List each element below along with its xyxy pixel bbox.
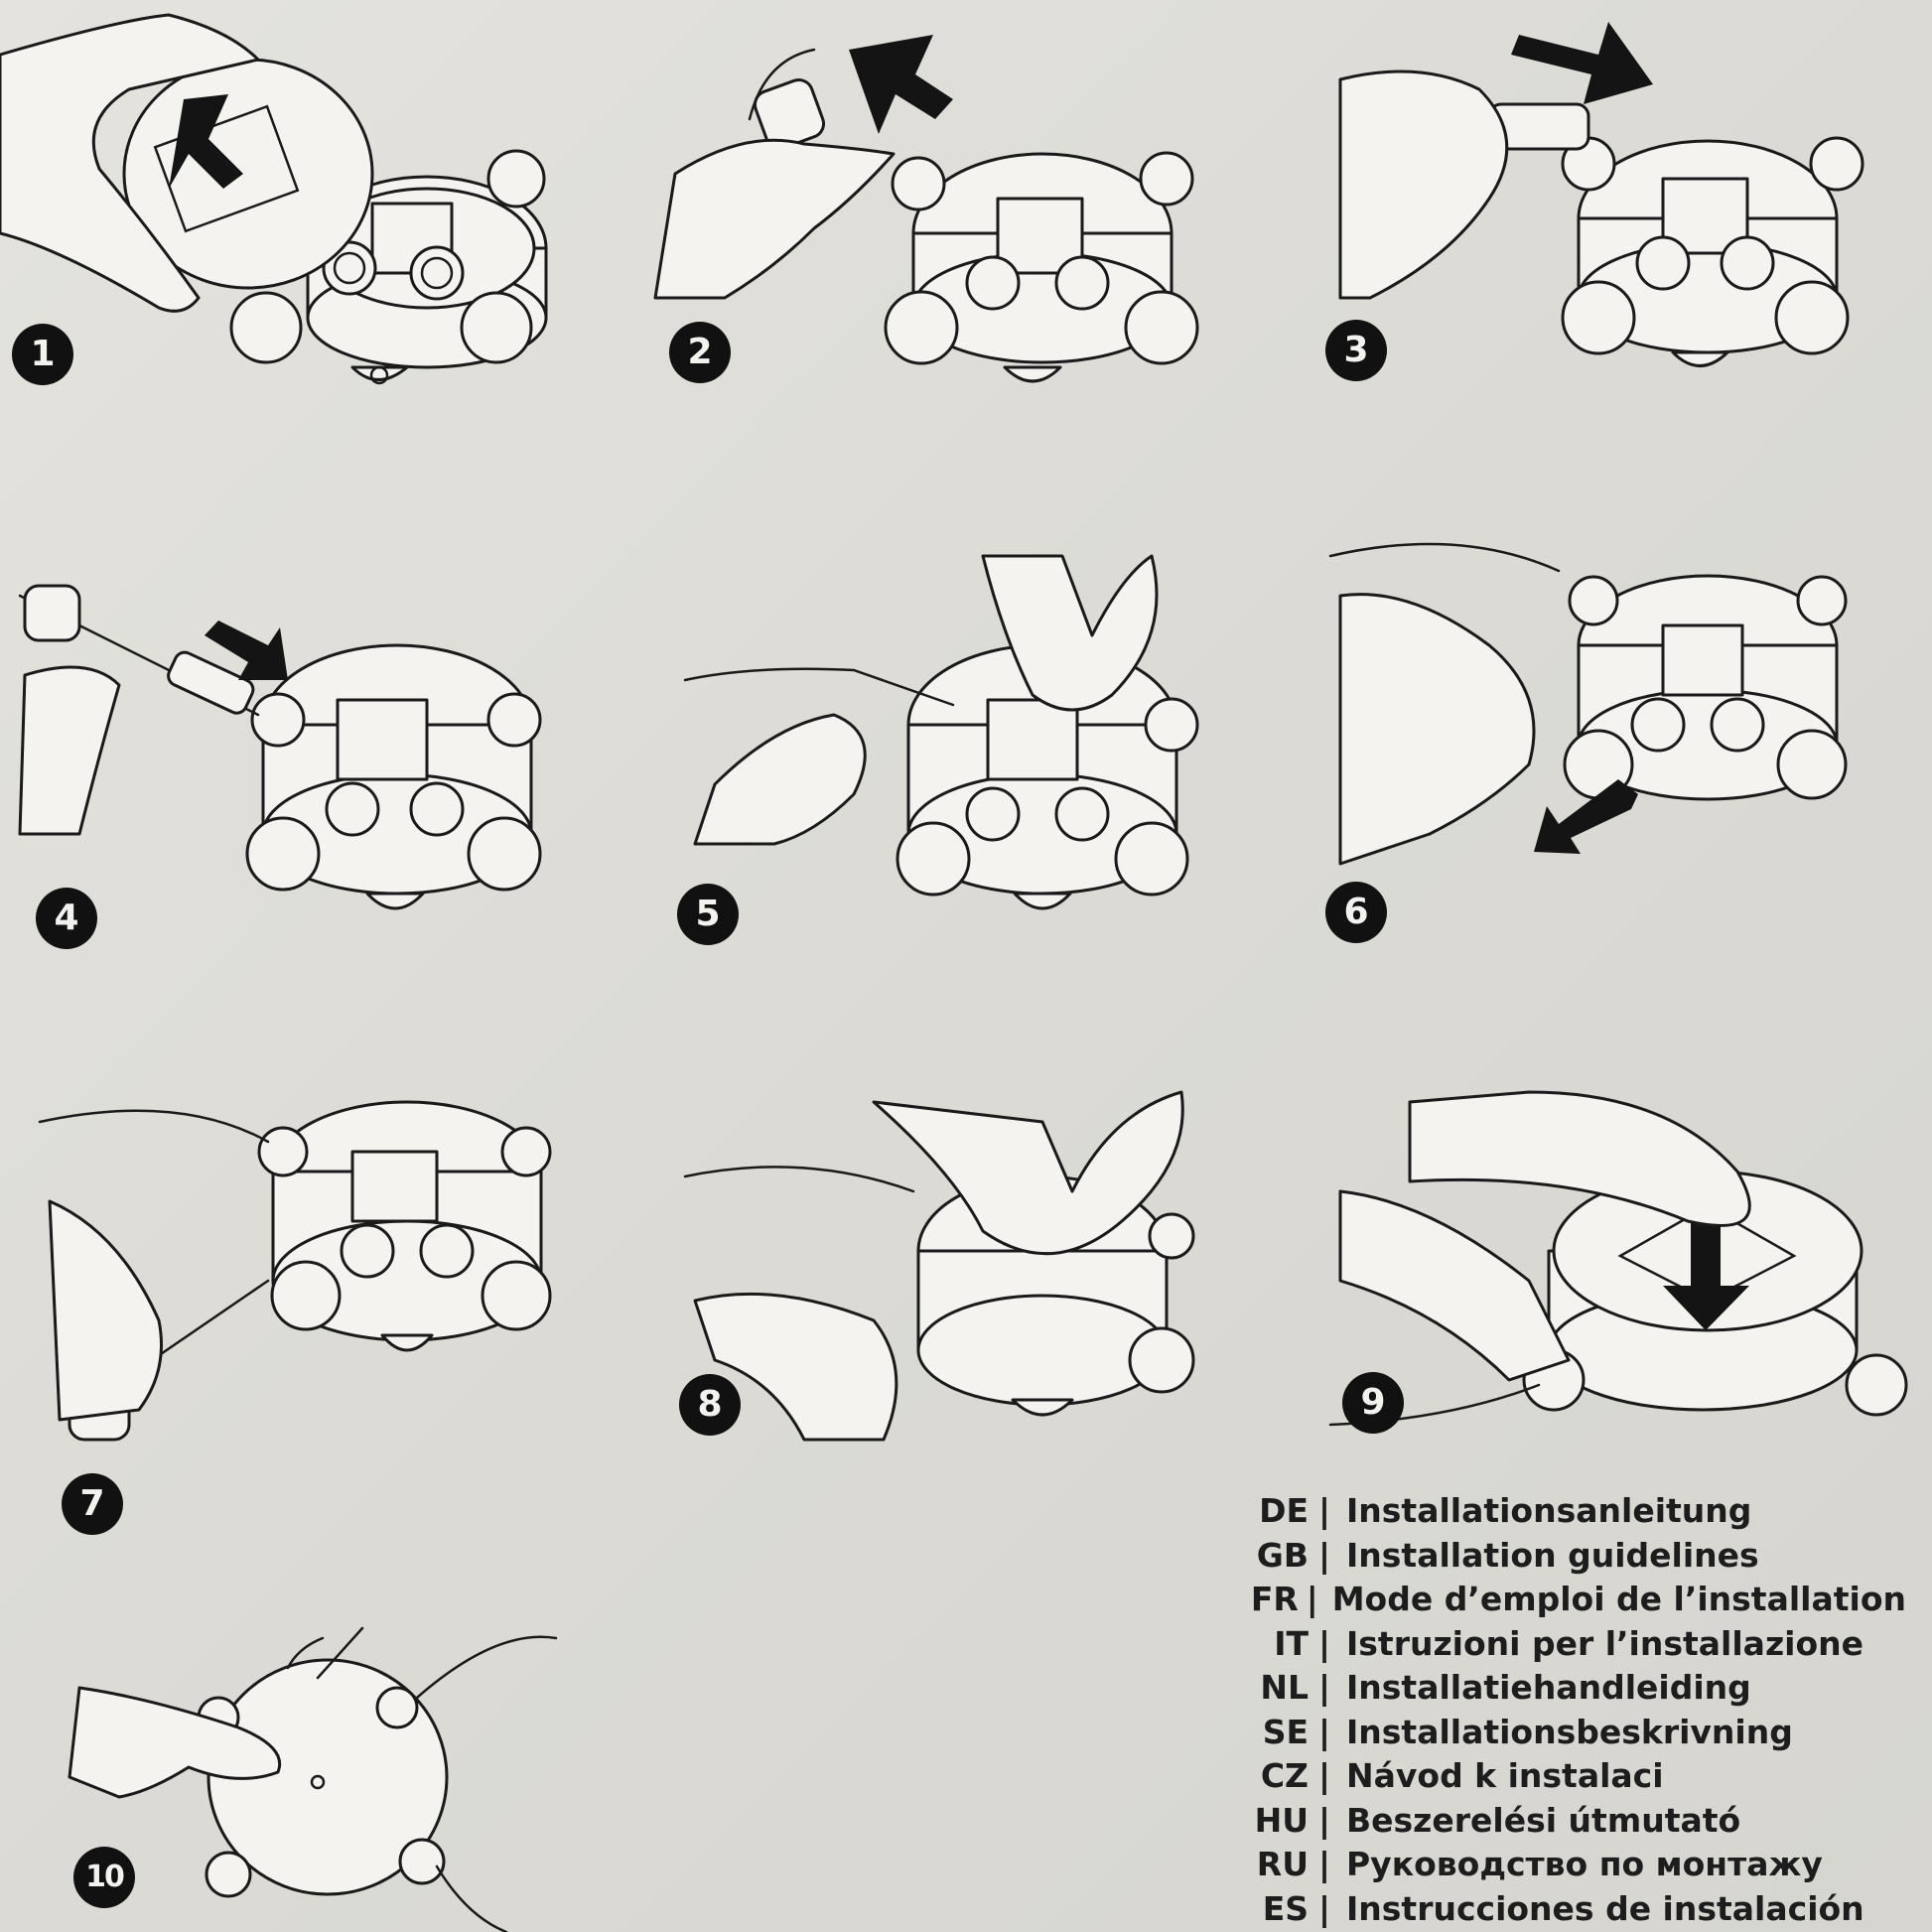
language-title: Руководство по монтажу — [1346, 1845, 1823, 1883]
language-row: RU| Руководство по монтажу — [1231, 1843, 1906, 1887]
language-code: CZ — [1260, 1756, 1309, 1795]
step-number-badge: 9 — [1342, 1372, 1404, 1434]
language-separator: | — [1317, 1668, 1331, 1707]
unscrew-cap-drawing — [653, 35, 1199, 383]
step-number-badge: 2 — [669, 322, 731, 383]
remove-cap-drawing — [1338, 22, 1864, 367]
language-separator: | — [1306, 1580, 1318, 1618]
step-8-illustration: 8 — [655, 1082, 1251, 1519]
tighten-cable-nut-drawing — [683, 554, 1199, 910]
language-code: DE — [1259, 1491, 1309, 1530]
step-7-illustration: 7 — [0, 1082, 596, 1549]
language-title: Installatiehandleiding — [1346, 1668, 1751, 1707]
language-row: FR| Mode d’emploi de l’installation — [1231, 1578, 1906, 1622]
step-3-illustration: 3 — [1311, 0, 1932, 417]
language-title: Installationsbeskrivning — [1346, 1712, 1793, 1751]
language-row: ES| Instrucciones de instalación — [1231, 1887, 1906, 1932]
step-5-illustration: 5 — [655, 536, 1251, 973]
third-cable-drawing — [38, 1100, 552, 1442]
language-title: Mode d’emploi de l’installation — [1331, 1580, 1906, 1618]
step-number-badge: 5 — [677, 884, 739, 945]
language-code: ES — [1262, 1888, 1309, 1928]
language-row: HU| Beszerelési útmutató — [1231, 1799, 1906, 1844]
language-code: IT — [1274, 1623, 1309, 1663]
language-row: NL| Installatiehandleiding — [1231, 1666, 1906, 1711]
language-separator: | — [1317, 1756, 1331, 1795]
language-row: DE| Installationsanleitung — [1231, 1489, 1906, 1534]
language-code: HU — [1254, 1800, 1309, 1840]
language-code: SE — [1262, 1712, 1309, 1751]
language-separator: | — [1317, 1845, 1331, 1883]
step-number-badge: 3 — [1325, 320, 1387, 381]
step-number-badge: 7 — [62, 1473, 123, 1535]
step-1-illustration: 1 — [0, 0, 596, 417]
language-row: GB| Installation guidelines — [1231, 1534, 1906, 1579]
step-number-badge: 1 — [12, 324, 73, 385]
language-separator: | — [1317, 1888, 1331, 1928]
language-separator: | — [1317, 1491, 1331, 1530]
step-4-illustration: 4 — [0, 536, 596, 973]
step-6-illustration: 6 — [1311, 536, 1932, 973]
language-separator: | — [1317, 1535, 1331, 1575]
language-separator: | — [1317, 1712, 1331, 1751]
language-title: Instrucciones de instalación — [1346, 1888, 1864, 1928]
insert-cable-drawing — [18, 584, 542, 910]
second-cable-drawing — [1328, 542, 1848, 866]
language-separator: | — [1317, 1800, 1331, 1840]
language-title: Installationsanleitung — [1346, 1491, 1752, 1530]
junction-box-lid-removal-drawing — [0, 13, 548, 385]
close-lid-drawing — [1328, 1090, 1908, 1427]
language-code: NL — [1260, 1668, 1309, 1707]
step-number-badge: 8 — [679, 1374, 741, 1436]
language-title: Návod k instalaci — [1346, 1756, 1664, 1795]
language-row: IT| Istruzioni per l’installazione — [1231, 1622, 1906, 1667]
ventilate-lid-drawing — [68, 1626, 558, 1932]
step-2-illustration: 2 — [653, 0, 1251, 417]
step-number-badge: 4 — [36, 888, 97, 949]
language-code: FR — [1250, 1580, 1299, 1618]
language-row: SE| Installationsbeskrivning — [1231, 1711, 1906, 1755]
language-title-list: DE|Installationsanleitung GB|Installatio… — [1231, 1489, 1906, 1931]
tighten-third-nut-drawing — [683, 1090, 1195, 1442]
step-10-illustration: 10 — [0, 1608, 596, 1932]
language-code: RU — [1256, 1845, 1309, 1883]
language-row: CZ| Návod k instalaci — [1231, 1754, 1906, 1799]
step-9-illustration: 9 — [1311, 1082, 1932, 1519]
language-title: Installation guidelines — [1346, 1535, 1759, 1575]
language-separator: | — [1317, 1623, 1331, 1663]
step-number-badge: 10 — [73, 1847, 135, 1908]
step-number-badge: 6 — [1325, 882, 1387, 943]
language-title: Istruzioni per l’installazione — [1346, 1623, 1864, 1663]
language-code: GB — [1256, 1535, 1309, 1575]
language-title: Beszerelési útmutató — [1346, 1800, 1741, 1840]
